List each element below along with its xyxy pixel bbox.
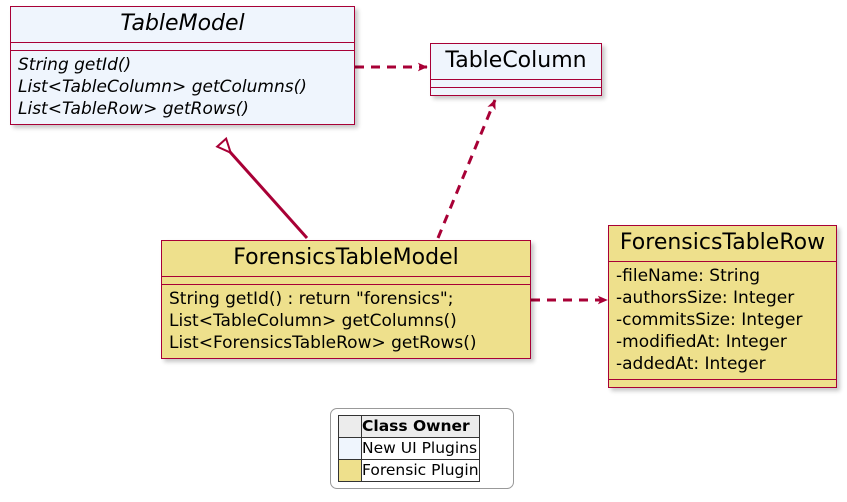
- legend-header-label: Class Owner: [361, 415, 480, 438]
- method-item: List<TableColumn> getColumns(): [169, 311, 457, 332]
- class-methods-table-column: [431, 87, 601, 95]
- legend-swatch-forensic-plugin: [338, 459, 362, 482]
- legend-row: Forensic Plugin: [338, 459, 480, 482]
- method-item: List<TableRow> getRows(): [18, 99, 249, 120]
- legend: Class Owner New UI Plugins Forensic Plug…: [330, 408, 514, 489]
- class-methods-forensics-table-row: [609, 379, 836, 387]
- method-item: List<ForensicsTableRow> getRows(): [169, 333, 477, 354]
- class-box-forensics-table-model[interactable]: ForensicsTableModel String getId() : ret…: [161, 240, 531, 360]
- legend-swatch-new-ui-plugins: [338, 437, 362, 460]
- method-item: String getId(): [18, 55, 132, 75]
- legend-label-forensic-plugin: Forensic Plugin: [361, 459, 480, 482]
- class-attributes-table-column: [431, 79, 601, 87]
- attribute-item: -addedAt: Integer: [616, 354, 766, 375]
- class-box-table-model[interactable]: TableModel String getId() List<TableColu…: [10, 6, 355, 126]
- method-item: String getId() : return "forensics";: [169, 289, 454, 309]
- class-box-table-column[interactable]: TableColumn: [430, 43, 602, 96]
- class-attributes-table-model: [11, 42, 354, 50]
- attribute-item: -authorsSize: Integer: [616, 288, 795, 309]
- class-attributes-forensics-table-row: -fileName: String -authorsSize: Integer …: [609, 261, 836, 379]
- legend-label-new-ui-plugins: New UI Plugins: [361, 437, 480, 460]
- class-methods-forensics-table-model: String getId() : return "forensics"; Lis…: [162, 284, 530, 358]
- attribute-item: -fileName: String: [616, 266, 761, 286]
- class-title-forensics-table-row: ForensicsTableRow: [619, 230, 826, 255]
- attribute-item: -modifiedAt: Integer: [616, 332, 787, 353]
- legend-header-row: Class Owner: [338, 415, 480, 438]
- legend-header-swatch-cell: [338, 415, 362, 438]
- class-title-forensics-table-model: ForensicsTableModel: [233, 245, 459, 270]
- edge-forensics-table-model-to-table-model: [222, 143, 309, 240]
- class-methods-table-model: String getId() List<TableColumn> getColu…: [11, 50, 354, 124]
- method-item: List<TableColumn> getColumns(): [18, 77, 307, 98]
- attribute-item: -commitsSize: Integer: [616, 310, 803, 331]
- class-attributes-forensics-table-model: [162, 276, 530, 284]
- class-title-table-column: TableColumn: [445, 48, 587, 73]
- class-title-table-model: TableModel: [120, 11, 245, 36]
- edge-forensics-table-model-to-table-column: [436, 99, 497, 239]
- legend-table: Class Owner New UI Plugins Forensic Plug…: [338, 415, 480, 482]
- legend-row: New UI Plugins: [338, 437, 480, 460]
- class-box-forensics-table-row[interactable]: ForensicsTableRow -fileName: String -aut…: [608, 225, 837, 389]
